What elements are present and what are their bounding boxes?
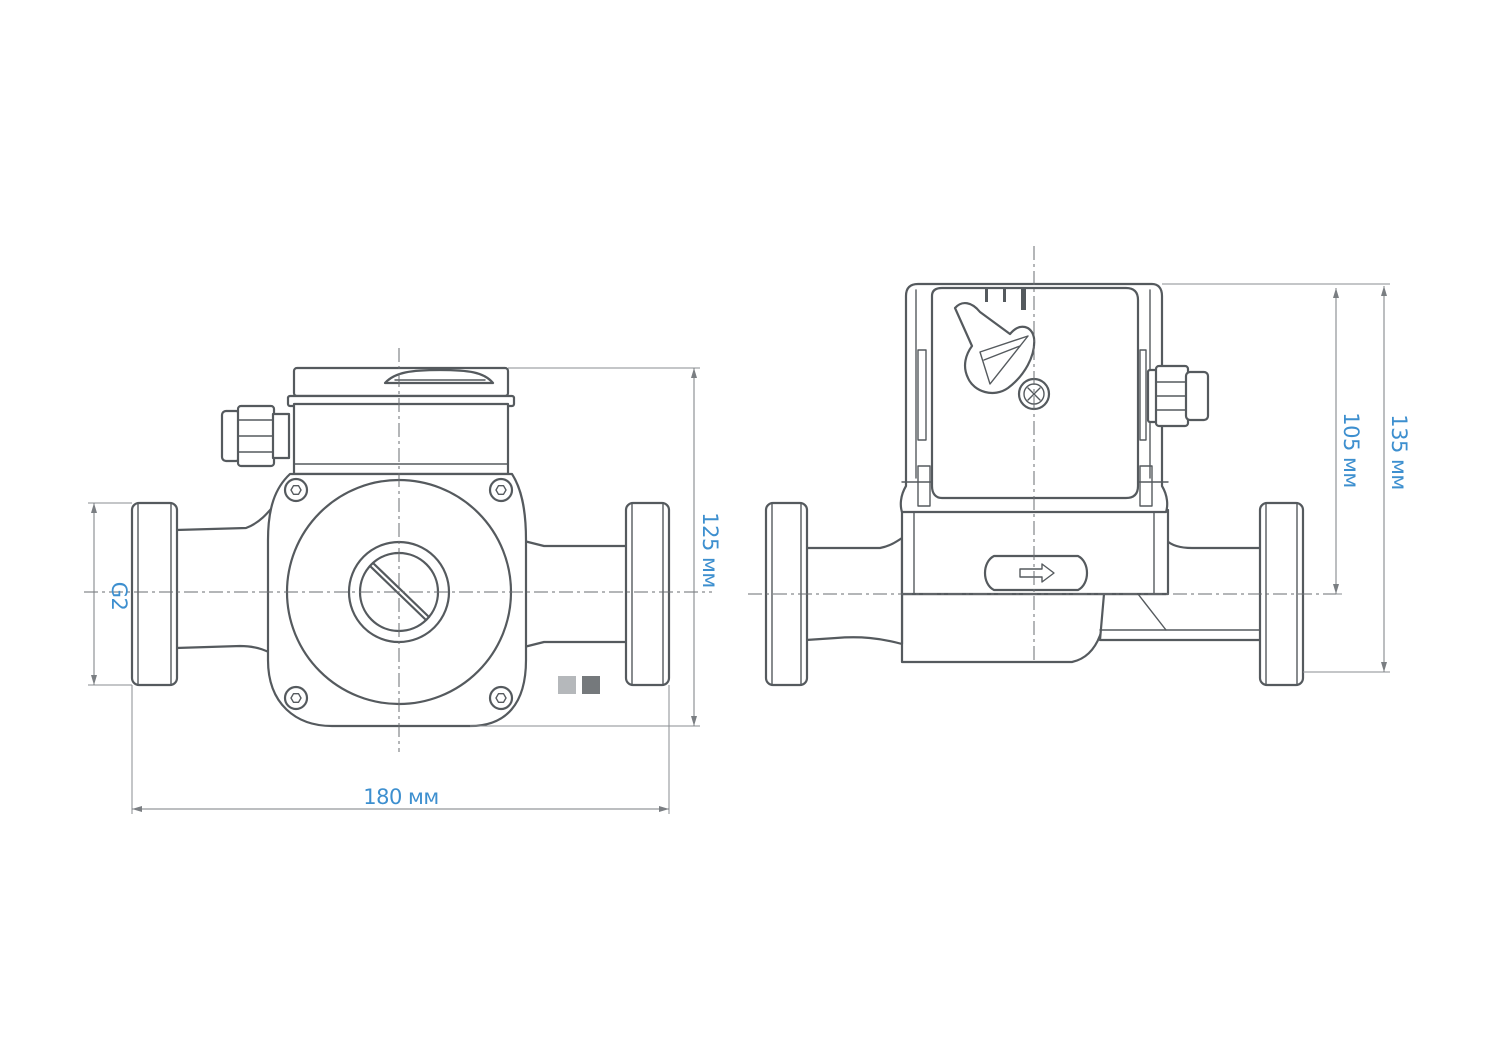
side-volute [900,592,1106,664]
front-height-label: 125 мм [698,512,722,587]
dimension-labels: G2 180 мм 125 мм 105 мм 135 мм [107,412,1411,809]
side-view [748,246,1336,687]
terminal-box [286,366,516,476]
front-left-flange [130,501,179,687]
swatch-dark [582,676,600,694]
dimension-lines [88,283,1390,814]
thread-size-label: G2 [107,582,131,611]
front-left-pipe [174,494,284,662]
body-height-label: 105 мм [1339,412,1363,487]
side-cable-gland [1146,364,1210,428]
total-height-label: 135 мм [1387,414,1411,489]
speed-selector-knob [953,302,1036,395]
corner-bolts [283,477,514,711]
front-right-pipe [518,538,630,650]
swatch-light [558,676,576,694]
flow-direction-arrow [983,554,1089,592]
length-label: 180 мм [363,785,438,809]
speed-scale-ticks [985,288,1026,310]
cable-gland [220,404,291,468]
front-right-flange [624,501,671,687]
front-view [84,348,712,752]
side-pipe [804,536,904,646]
